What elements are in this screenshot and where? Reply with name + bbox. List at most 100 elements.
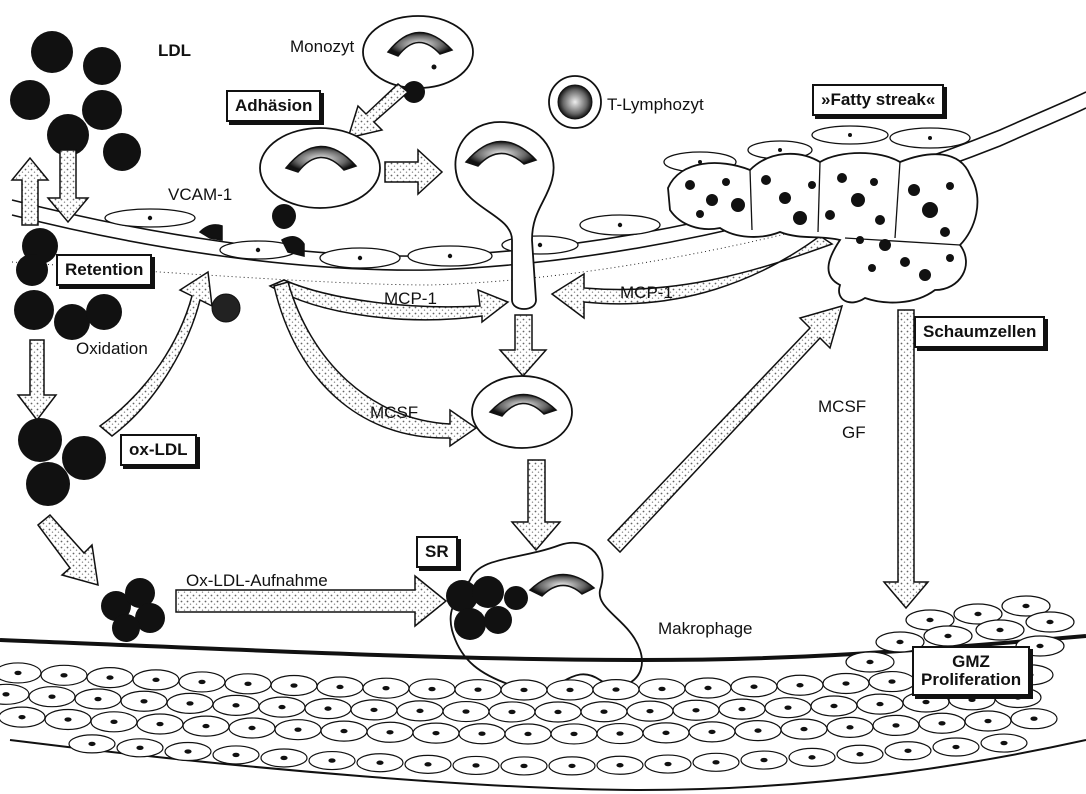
monozyt-to-adhaesion-arrow: [348, 84, 408, 138]
smooth-muscle-nucleus: [997, 628, 1003, 631]
smooth-muscle-nucleus: [809, 756, 815, 759]
smooth-muscle-nucleus: [867, 660, 873, 663]
smooth-muscle-nucleus: [985, 719, 991, 722]
smooth-muscle-nucleus: [567, 688, 573, 691]
makrophage-to-schaumzellen-arrow: [608, 306, 842, 552]
smooth-muscle-nucleus: [555, 710, 561, 713]
smooth-muscle-nucleus: [889, 680, 895, 683]
smooth-muscle-nucleus: [337, 685, 343, 688]
smooth-muscle-nucleus: [665, 762, 671, 765]
smooth-muscle-nucleus: [233, 753, 239, 756]
smooth-muscle-nucleus: [705, 686, 711, 689]
smooth-muscle-nucleus: [877, 703, 883, 706]
smooth-muscle-nucleus: [249, 726, 255, 729]
gf-label: GF: [842, 424, 866, 441]
smooth-muscle-nucleus: [245, 682, 251, 685]
schaumzellen-to-gmz-arrow: [884, 310, 928, 608]
mcp-1-left-label: MCP-1: [384, 290, 437, 307]
smooth-muscle-nucleus: [659, 687, 665, 690]
vcam-1-label: VCAM-1: [168, 186, 232, 203]
smooth-muscle-nucleus: [1001, 741, 1007, 744]
smooth-muscle-nucleus: [3, 693, 9, 696]
transmigrating-monozyt: [455, 122, 553, 309]
smooth-muscle-nucleus: [617, 764, 623, 767]
smooth-muscle-nucleus: [797, 684, 803, 687]
ox-ldl-box: ox-LDL: [120, 434, 197, 466]
smooth-muscle-nucleus: [425, 763, 431, 766]
retention-box: Retention: [56, 254, 152, 286]
smooth-muscle-nucleus: [713, 761, 719, 764]
smooth-muscle-nucleus: [199, 680, 205, 683]
oxidation-arrow: [18, 340, 56, 420]
fatty-streak-box: »Fatty streak«: [812, 84, 944, 116]
smooth-muscle-nucleus: [709, 730, 715, 733]
schaumzellen-box: Schaumzellen: [914, 316, 1045, 348]
ldl-transport-arrows: [12, 150, 88, 225]
smooth-muscle-nucleus: [49, 695, 55, 698]
mcp-1-right-label: MCP-1: [620, 284, 673, 301]
makrophage-label: Makrophage: [658, 620, 753, 637]
smooth-muscle-nucleus: [847, 726, 853, 729]
smooth-muscle-nucleus: [95, 697, 101, 700]
smooth-muscle-nucleus: [571, 732, 577, 735]
smooth-muscle-nucleus: [893, 724, 899, 727]
central-monozyt: [472, 376, 572, 448]
smooth-muscle-nucleus: [185, 750, 191, 753]
smooth-muscle-nucleus: [19, 716, 25, 719]
smooth-muscle-nucleus: [417, 709, 423, 712]
smooth-muscle-nucleus: [325, 707, 331, 710]
smooth-muscle-nucleus: [601, 710, 607, 713]
smooth-muscle-nucleus: [89, 742, 95, 745]
monozyt-label: Monozyt: [290, 38, 354, 55]
smooth-muscle-nucleus: [939, 722, 945, 725]
smooth-muscle-nucleus: [739, 707, 745, 710]
adhaesion-box: Adhäsion: [226, 90, 321, 122]
smooth-muscle-nucleus: [975, 612, 981, 615]
smooth-muscle-nucleus: [473, 764, 479, 767]
t-lymphozyt-label: T-Lymphozyt: [607, 96, 704, 113]
smooth-muscle-nucleus: [905, 749, 911, 752]
sr-box: SR: [416, 536, 458, 568]
smooth-muscle-nucleus: [371, 708, 377, 711]
smooth-muscle-nucleus: [61, 674, 67, 677]
smooth-muscle-nucleus: [187, 702, 193, 705]
smooth-muscle-nucleus: [801, 728, 807, 731]
smooth-muscle-nucleus: [509, 710, 515, 713]
smooth-muscle-nucleus: [953, 745, 959, 748]
t-lymphozyt-cell: [549, 76, 601, 128]
smooth-muscle-nucleus: [107, 676, 113, 679]
free-ldl-particle: [212, 294, 240, 322]
smooth-muscle-nucleus: [387, 731, 393, 734]
gmz-label: GMZ: [921, 653, 1021, 671]
monozyt-cell: [363, 16, 473, 103]
smooth-muscle-nucleus: [521, 764, 527, 767]
adhaesion-to-transmigration-arrow: [385, 150, 442, 194]
smooth-muscle-nucleus: [233, 704, 239, 707]
smooth-muscle-nucleus: [1047, 620, 1053, 623]
gmz-proliferation-box: GMZ Proliferation: [912, 646, 1030, 696]
smooth-muscle-nucleus: [1037, 644, 1043, 647]
smooth-muscle-nucleus: [1023, 604, 1029, 607]
smooth-muscle-nucleus: [761, 758, 767, 761]
smooth-muscle-nucleus: [647, 710, 653, 713]
ldl-label: LDL: [158, 42, 191, 59]
smooth-muscle-nucleus: [617, 732, 623, 735]
smooth-muscle-nucleus: [831, 704, 837, 707]
down-arrow-center-2: [512, 460, 560, 550]
smooth-muscle-nucleus: [377, 761, 383, 764]
smooth-muscle-nucleus: [969, 698, 975, 701]
mcsf-center-label: MCSF: [370, 404, 418, 421]
mcp-1-right-arrow: [552, 236, 832, 318]
ox-ldl-down-arrow: [38, 515, 98, 585]
smooth-muscle-nucleus: [329, 759, 335, 762]
smooth-muscle-nucleus: [281, 756, 287, 759]
smooth-muscle-nucleus: [1015, 696, 1021, 699]
smooth-muscle-nucleus: [927, 618, 933, 621]
smooth-muscle-nucleus: [383, 687, 389, 690]
smooth-muscle-nucleus: [291, 684, 297, 687]
down-arrow-center-1: [500, 315, 546, 376]
makrophage-cell: [446, 543, 642, 691]
smooth-muscle-nucleus: [751, 685, 757, 688]
smooth-muscle-nucleus: [15, 671, 21, 674]
smooth-muscle-nucleus: [111, 720, 117, 723]
